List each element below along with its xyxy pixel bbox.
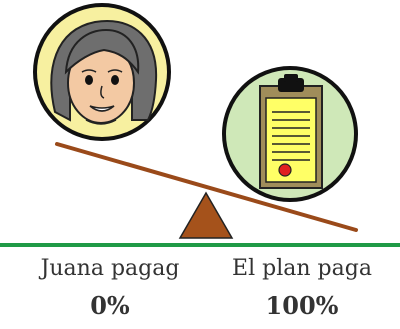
fulcrum-icon [178,191,234,239]
left-party-percent: 0% [90,291,130,320]
seesaw-beam [55,142,358,232]
person-avatar [33,3,171,141]
left-party-label: Juana pagag [40,256,180,281]
right-party-percent: 100% [265,291,339,320]
clipboard-document-icon [222,66,358,202]
seal-icon [278,163,292,177]
right-party-label: El plan paga [232,256,372,281]
